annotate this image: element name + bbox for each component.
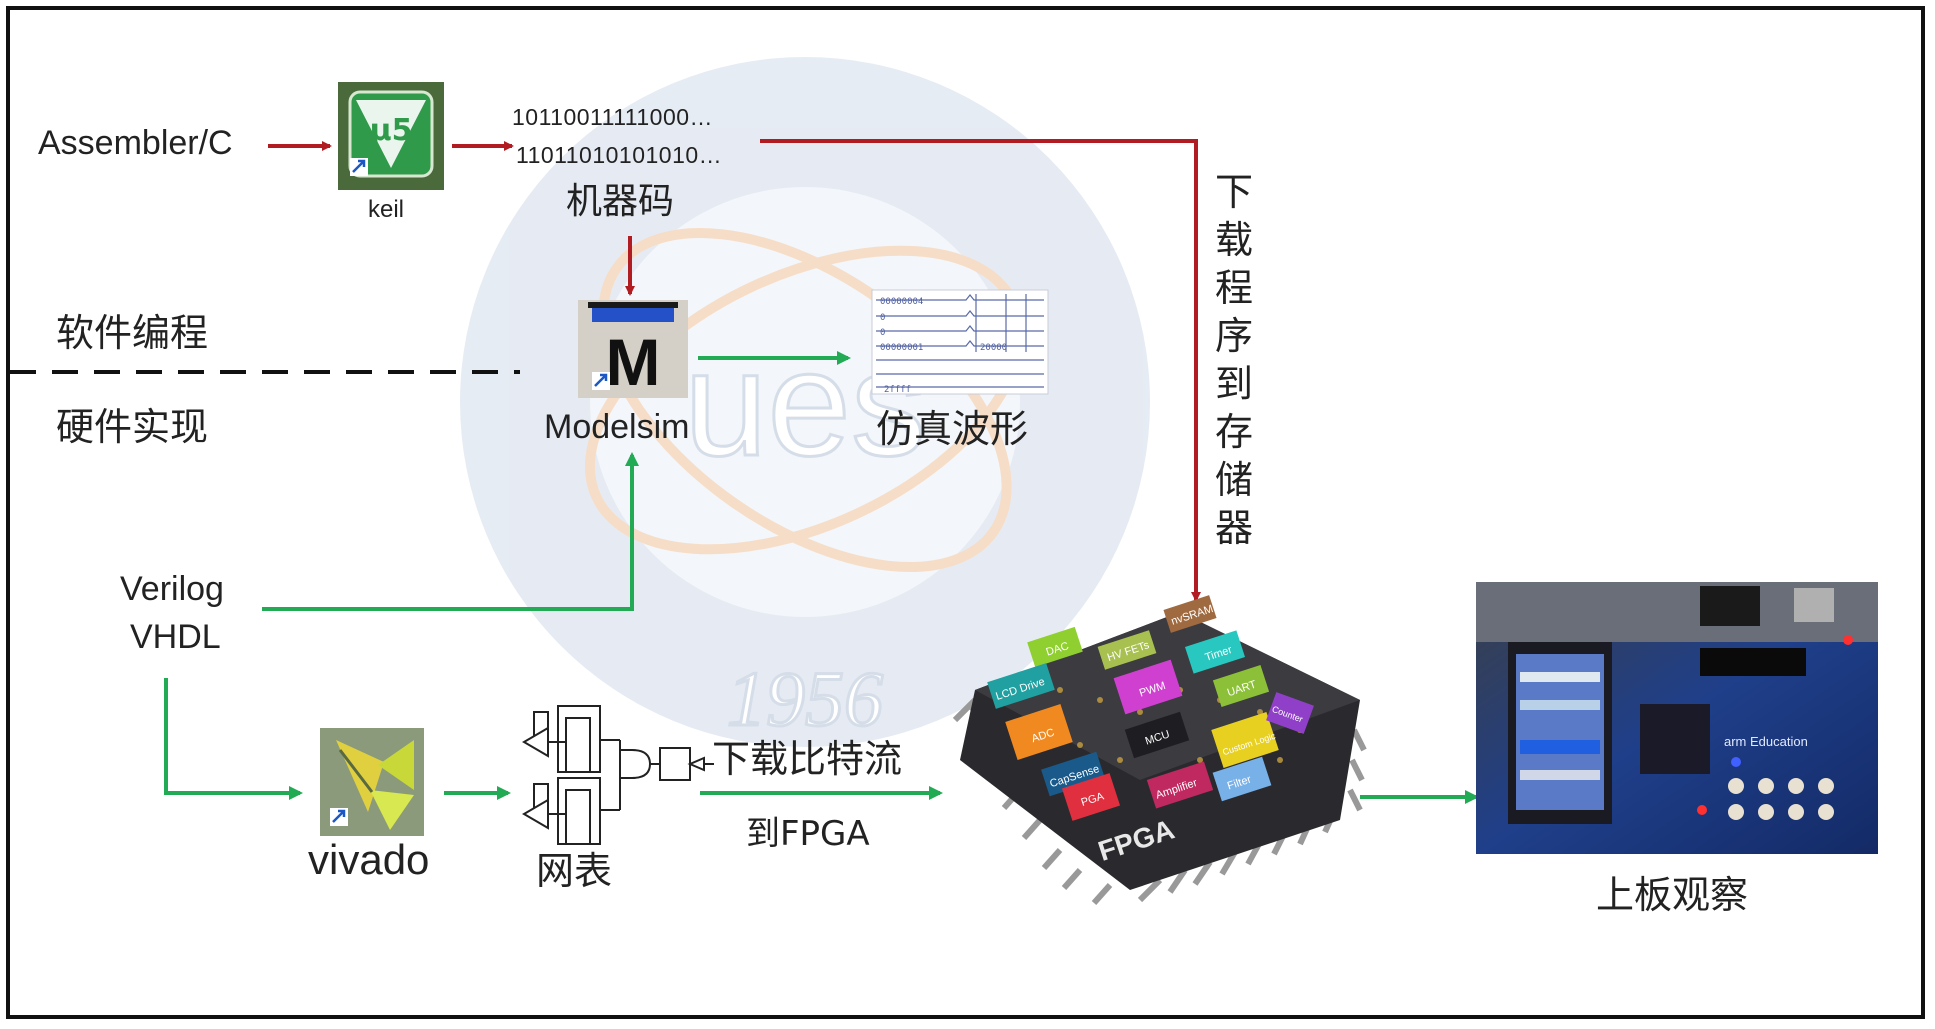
download-program-char: 到 bbox=[1214, 362, 1253, 406]
arrow-download-program bbox=[760, 139, 1201, 602]
waveform-row-5: 2ffff bbox=[884, 385, 911, 395]
machine-code-line-1: 10110011111000… bbox=[512, 104, 714, 130]
fpga-chip-illustration: DAC HV FETs nvSRAM Timer LCD Drive PWM U… bbox=[952, 595, 1367, 905]
waveform-row-4b: 20000 bbox=[980, 343, 1007, 353]
keil-logo-text: μ5 bbox=[370, 113, 413, 148]
bitstream-label-line-1: 下载比特流 bbox=[712, 737, 903, 781]
waveform-label: 仿真波形 bbox=[876, 407, 1029, 451]
download-program-char: 储 bbox=[1214, 458, 1253, 502]
waveform-row-1: 00000004 bbox=[880, 297, 923, 307]
bitstream-label-line-2: 到FPGA bbox=[746, 814, 870, 854]
waveform-row-2: 0 bbox=[880, 313, 885, 323]
fpga-board-photo: arm Education bbox=[1476, 582, 1878, 854]
vivado-label: vivado bbox=[308, 836, 430, 883]
arrow-verilog-to-vivado bbox=[164, 678, 303, 800]
modelsim-label: Modelsim bbox=[544, 408, 690, 446]
software-programming-label: 软件编程 bbox=[56, 311, 209, 355]
board-brand: arm Education bbox=[1724, 734, 1808, 749]
netlist-schematic bbox=[522, 705, 714, 845]
modelsim-icon: M bbox=[578, 300, 688, 399]
hardware-implementation-label: 硬件实现 bbox=[56, 405, 209, 449]
machine-code-label: 机器码 bbox=[566, 181, 675, 222]
input-vhdl: VHDL bbox=[130, 618, 221, 656]
waveform-row-4: 00000001 bbox=[880, 343, 923, 353]
hardware-flow-arrows bbox=[164, 351, 1479, 804]
download-program-char: 载 bbox=[1214, 218, 1253, 262]
download-program-char: 序 bbox=[1214, 314, 1253, 358]
software-flow-arrows bbox=[268, 139, 1201, 602]
download-program-char: 程 bbox=[1214, 266, 1253, 310]
download-program-char: 下 bbox=[1214, 170, 1253, 214]
diagram-frame bbox=[6, 6, 1925, 1019]
modelsim-logo-text: M bbox=[606, 325, 661, 399]
machine-code-line-2: 11011010101010… bbox=[516, 142, 723, 168]
vivado-icon bbox=[320, 728, 424, 836]
arrow-verilog-to-modelsim bbox=[262, 452, 639, 611]
netlist-label: 网表 bbox=[536, 849, 613, 893]
input-assembler-c: Assembler/C bbox=[38, 124, 233, 162]
download-program-char: 存 bbox=[1214, 410, 1253, 454]
waveform-row-3: 0 bbox=[880, 328, 885, 338]
fpga-blocks: DAC HV FETs nvSRAM Timer LCD Drive PWM U… bbox=[987, 595, 1314, 821]
keil-label: keil bbox=[368, 196, 405, 223]
input-verilog: Verilog bbox=[120, 570, 224, 608]
download-program-vertical-label: 下 载 程 序 到 存 储 器 bbox=[1210, 168, 1258, 552]
watermark-year: 1956 bbox=[727, 655, 883, 742]
download-program-char: 器 bbox=[1214, 506, 1253, 550]
keil-icon: μ5 bbox=[338, 82, 444, 190]
board-observe-label: 上板观察 bbox=[1596, 873, 1749, 917]
waveform-thumbnail: 00000004 0 0 00000001 20000 2ffff bbox=[871, 289, 1049, 395]
